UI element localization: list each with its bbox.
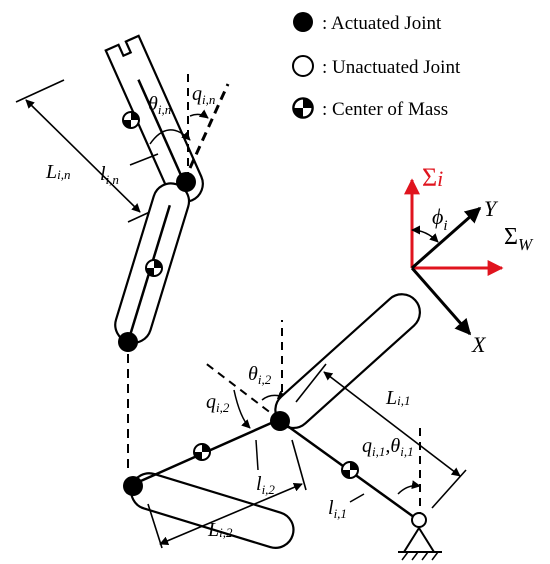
legend-com-label: : Center of Mass [322, 99, 448, 120]
theta-in-label: θi,n [148, 93, 171, 117]
phi-label: ϕi [432, 204, 448, 234]
theta-i2-label: θi,2 [248, 363, 272, 387]
center-of-mass-n-icon [122, 111, 140, 129]
L-in-label: Li,n [45, 161, 71, 183]
frame-w-x-axis [410, 267, 472, 336]
actuated-joint-legend-icon [293, 12, 313, 32]
unactuated-joint-legend-icon [292, 55, 314, 77]
sigma-i-label: Σi [422, 163, 443, 192]
link-n [15, 34, 230, 223]
actuated-joint-bottom-left-icon [123, 476, 143, 496]
link-2 [130, 320, 307, 549]
legend-unactuated-label: : Unactuated Joint [322, 57, 461, 78]
q-theta-i1-label: qi,1,θi,1 [362, 435, 414, 459]
legend-actuated-label: : Actuated Joint [322, 13, 442, 34]
actuated-joint-middle-icon [118, 332, 138, 352]
center-of-mass-legend-icon [292, 97, 314, 119]
axis-x-label: X [471, 332, 487, 357]
link-middle [114, 172, 196, 352]
center-of-mass-1-icon [341, 461, 359, 479]
l-i1-label: li,1 [328, 497, 347, 521]
l-in-label: li,n [100, 163, 119, 187]
actuated-joint-2-icon [270, 411, 290, 431]
L-i1-label: Li,1 [385, 387, 411, 409]
q-in-label: qi,n [192, 83, 215, 107]
sigma-w-label: ΣW [504, 224, 534, 254]
frame-w-y-axis [411, 206, 482, 270]
actuated-joint-top-icon [176, 172, 196, 192]
unactuated-joint-base-icon [411, 512, 427, 528]
legend: : Actuated Joint : Unactuated Joint : Ce… [292, 12, 461, 120]
coordinate-frames [404, 178, 504, 336]
phi-angle-arc [411, 225, 439, 243]
center-of-mass-2-icon [193, 443, 211, 461]
q-i2-label: qi,2 [206, 391, 230, 415]
center-of-mass-middle-icon [145, 259, 163, 277]
axis-y-label: Y [484, 196, 499, 221]
L-i2-label: Li,2 [207, 519, 233, 541]
l-i2-label: li,2 [256, 473, 275, 497]
ground-support-icon [398, 526, 442, 561]
